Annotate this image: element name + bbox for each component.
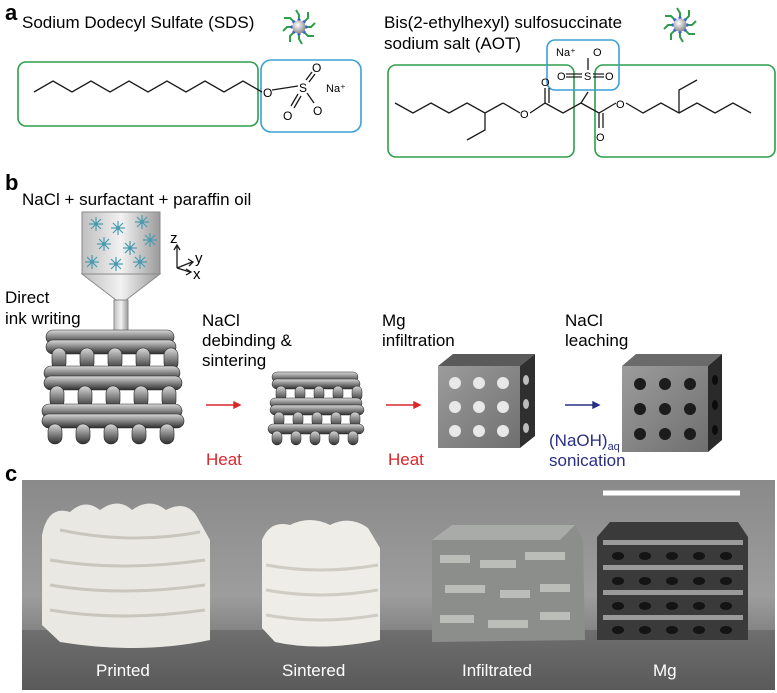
aot-o-top: O [593,47,602,59]
aot-o-left: O [557,71,566,83]
sds-o-right: O [313,104,322,118]
arrow-heat-2 [386,400,422,410]
axis-y-label: y [195,250,203,267]
axis-x-label: x [193,266,201,283]
axes-icon [173,243,195,276]
aot-micelle-icon [663,7,697,43]
aot-sodium: Na⁺ [556,47,576,59]
heat-label-1: Heat [206,450,242,469]
mg-sample [597,522,748,640]
sample-photo [22,480,775,690]
sonication-label: sonication [549,451,626,470]
label-infiltrated: Infiltrated [462,661,532,680]
label-printed: Printed [96,661,150,680]
printed-lattice [41,329,185,445]
sds-o-link: O [263,86,272,100]
sds-tail-box [17,61,259,127]
step3-label-line2: infiltration [382,331,455,350]
infiltrated-sample [432,525,585,642]
aot-o-ester-left: O [520,109,529,121]
aot-title-line2: sodium salt (AOT) [384,34,521,53]
arrow-leaching [565,400,601,410]
aot-title-line1: Bis(2-ethylhexyl) sulfosuccinate [384,13,622,32]
aot-o-ester-right: O [616,99,625,111]
sds-title: Sodium Dodecyl Sulfate (SDS) [22,13,254,32]
step1-label-line2: ink writing [5,309,81,328]
aot-skeleton [394,79,752,141]
sds-carbon-chain [33,80,263,93]
printed-sample [42,503,210,649]
label-sintered: Sintered [282,661,345,680]
step1-label-line1: Direct [5,288,50,307]
step4-label-line1: NaCl [565,311,603,330]
heat-label-2: Heat [388,450,424,469]
aot-left-tail-box [387,64,575,158]
axis-z-label: z [170,230,178,247]
arrow-heat-1 [206,400,242,410]
infiltrated-cube [438,354,535,448]
sds-sulfur: S [299,81,307,95]
step2-label-line3: sintering [202,351,266,370]
aot-sulfur: S [584,71,591,83]
aot-o-carbonyl-right: O [596,132,605,144]
sds-micelle-icon [282,9,316,45]
naoh-label: (NaOH)aq [549,431,620,453]
sds-o-bottom: O [283,109,292,123]
sintered-sample [262,520,380,647]
sds-head-box [260,59,362,133]
label-mg: Mg [653,661,677,680]
sds-o-top: O [312,61,321,75]
aot-o-right: O [605,71,614,83]
step2-label-line1: NaCl [202,311,240,330]
panel-letter-b: b [5,170,18,195]
ink-label: NaCl + surfactant + paraffin oil [22,190,251,209]
aot-o-carbonyl-left: O [541,77,550,89]
porous-mg-cube [622,354,722,452]
step4-label-line2: leaching [565,331,628,350]
panel-letter-a: a [5,0,18,25]
aot-head-box [546,39,620,91]
step3-label-line1: Mg [382,311,406,330]
sds-sodium: Na⁺ [326,83,346,95]
sintered-lattice [267,371,365,446]
step2-label-line2: debinding & [202,331,292,350]
panel-letter-c: c [5,461,17,486]
